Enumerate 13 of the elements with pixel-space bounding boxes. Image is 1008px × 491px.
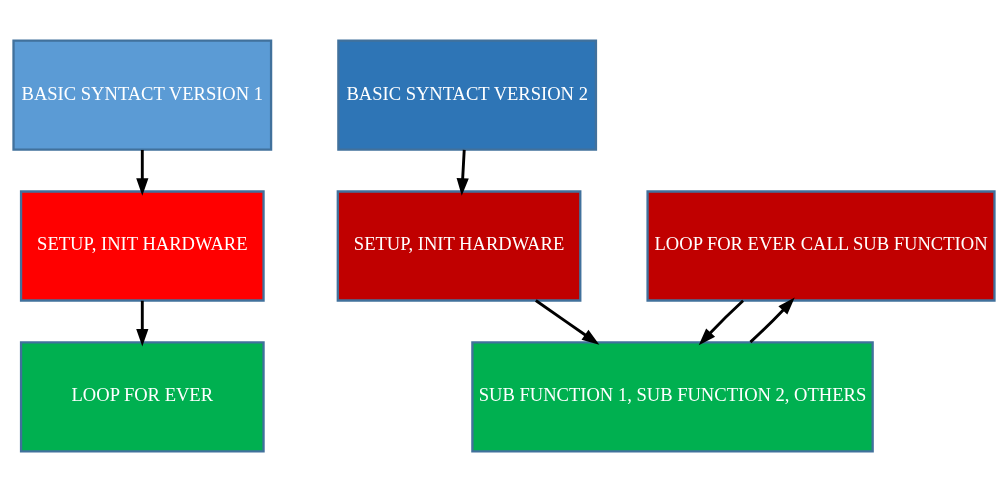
arrow [456, 149, 469, 196]
node-box: SETUP, INIT HARDWARE [336, 189, 582, 302]
node-box: BASIC SYNTACT VERSION 1 [12, 39, 273, 151]
arrow [136, 300, 149, 347]
arrow [535, 298, 600, 345]
arrow [136, 149, 149, 196]
node-box: LOOP FOR EVER CALL SUB FUNCTION [646, 189, 996, 302]
node-box: BASIC SYNTACT VERSION 2 [337, 39, 598, 151]
arrow [749, 297, 795, 343]
node-box: SETUP, INIT HARDWARE [19, 189, 265, 302]
arrow [698, 299, 745, 345]
node-box: SUB FUNCTION 1, SUB FUNCTION 2, OTHERS [471, 340, 874, 453]
node-box: LOOP FOR EVER [19, 340, 265, 453]
